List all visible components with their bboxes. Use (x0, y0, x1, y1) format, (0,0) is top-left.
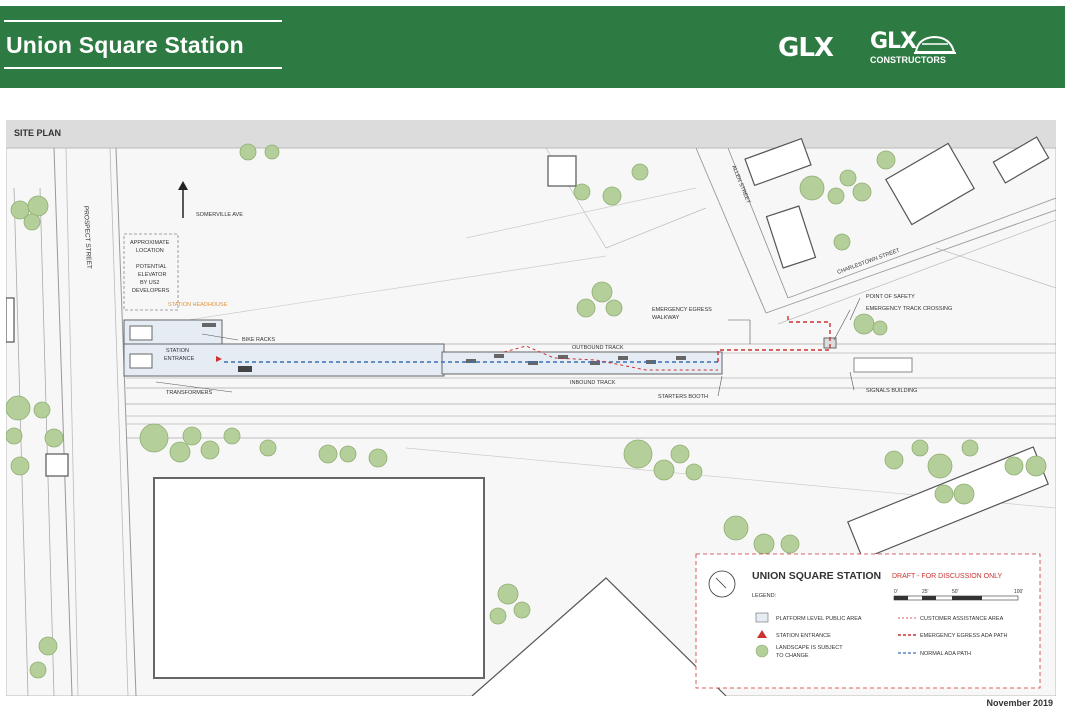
legend-item-entrance: STATION ENTRANCE (776, 633, 831, 639)
legend-draft-note: DRAFT - FOR DISCUSSION ONLY (892, 573, 1003, 580)
approx-location-label-2: LOCATION (136, 248, 164, 254)
train-icon (914, 35, 956, 54)
legend-item-customer: CUSTOMER ASSISTANCE AREA (920, 616, 1004, 622)
legend-panel: UNION SQUARE STATION DRAFT - FOR DISCUSS… (695, 553, 1041, 689)
buildings (6, 136, 1050, 696)
signals-building-label: SIGNALS BUILDING (866, 388, 917, 394)
transformers-label: TRANSFORMERS (166, 390, 212, 396)
station-headhouse-label: STATION HEADHOUSE (168, 302, 228, 308)
legend-item-platform: PLATFORM LEVEL PUBLIC AREA (776, 616, 862, 622)
svg-text:0': 0' (894, 589, 898, 595)
title-rule-top (4, 20, 282, 22)
site-plan-label: SITE PLAN (14, 128, 62, 138)
bike-racks-label: BIKE RACKS (242, 337, 275, 343)
potential-elevator-label-4: DEVELOPERS (132, 288, 170, 294)
station-entrance-label-1: STATION (166, 348, 189, 354)
allen-charlestown-streets (135, 147, 1056, 509)
point-of-safety-label: POINT OF SAFETY (866, 294, 915, 300)
approx-location-label-1: APPROXIMATE (130, 240, 170, 246)
legend-station-name: UNION SQUARE STATION (752, 570, 881, 582)
page-title: Union Square Station (6, 32, 244, 58)
svg-text:100': 100' (1014, 589, 1023, 595)
potential-elevator-label-1: POTENTIAL (136, 264, 167, 270)
glx-logo: GLX (778, 33, 834, 63)
station-platform (123, 319, 913, 377)
legend-swatch-landscape (755, 644, 769, 658)
legend-label: LEGEND: (752, 593, 777, 599)
potential-elevator-label-2: ELEVATOR (138, 272, 166, 278)
north-arrow-icon (178, 181, 188, 218)
site-plan-panel: SITE PLAN PROSPECT STREET (6, 120, 1056, 696)
title-banner: Union Square Station GLX GLX CONSTRUCTOR… (0, 6, 1065, 88)
title-rule-bottom (4, 67, 282, 69)
prospect-street-label: PROSPECT STREET (82, 206, 92, 269)
starters-booth-label: STARTERS BOOTH (658, 394, 708, 400)
emergency-egress-label-2: WALKWAY (652, 315, 680, 321)
legend-swatch-entrance (757, 630, 767, 638)
legend-item-normal: NORMAL ADA PATH (920, 651, 971, 657)
emergency-crossing-label: EMERGENCY TRACK CROSSING (866, 306, 952, 312)
legend-item-landscape-2: TO CHANGE (776, 653, 809, 659)
callout-lines (155, 297, 861, 397)
customer-assistance-path (503, 345, 718, 371)
inbound-track-label: INBOUND TRACK (570, 380, 616, 386)
svg-text:25': 25' (922, 589, 929, 595)
legend-swatch-platform (755, 612, 769, 623)
emergency-egress-path (717, 314, 831, 362)
glx-constructors-logo: GLX (870, 29, 917, 54)
outbound-track-label: OUTBOUND TRACK (572, 345, 624, 351)
compass-icon (708, 570, 736, 598)
site-plan-header: SITE PLAN (6, 120, 1056, 148)
legend-item-landscape-1: LANDSCAPE IS SUBJECT (776, 645, 843, 651)
prospect-street (6, 147, 137, 696)
legend-item-emergency: EMERGENCY EGRESS ADA PATH (920, 633, 1007, 639)
station-entrance-marker (216, 356, 222, 362)
site-plan-map: PROSPECT STREET (6, 136, 1056, 696)
glx-constructors-subtitle: CONSTRUCTORS (870, 55, 946, 65)
potential-elevator-label-3: BY US2 (140, 280, 159, 286)
somerville-ave-label: SOMERVILLE AVE (196, 212, 243, 218)
landscape-trees (6, 143, 1047, 679)
elevator-location-box (123, 233, 179, 311)
scale-bar: 0' 25' 50' 100' (893, 589, 1023, 601)
emergency-egress-label-1: EMERGENCY EGRESS (652, 307, 712, 313)
footer-date: November 2019 (986, 698, 1053, 708)
svg-text:50': 50' (952, 589, 959, 595)
station-entrance-label-2: ENTRANCE (164, 356, 195, 362)
